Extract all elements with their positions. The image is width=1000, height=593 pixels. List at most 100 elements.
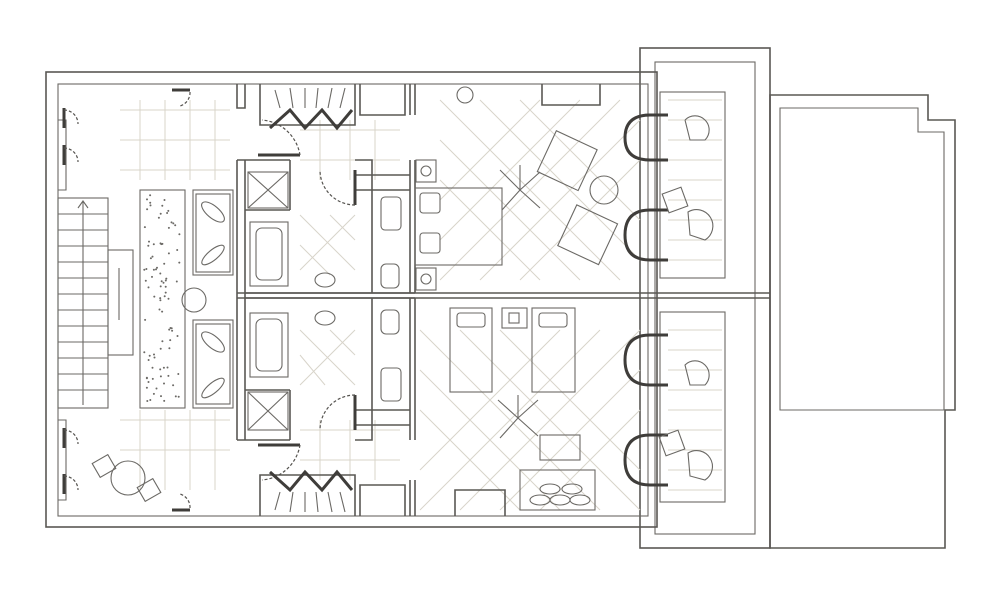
gravel-dot	[155, 268, 157, 271]
gravel-dot	[147, 359, 150, 361]
gravel-dot	[161, 340, 164, 343]
gravel-dot	[163, 382, 165, 385]
gravel-dot	[149, 204, 152, 207]
gravel-dot	[172, 222, 175, 225]
gravel-dot	[177, 395, 180, 398]
gravel-dot	[165, 277, 168, 280]
gravel-dot	[174, 224, 177, 227]
gravel-dot	[157, 216, 160, 219]
gravel-dot	[152, 392, 155, 395]
gravel-dot	[176, 249, 179, 251]
gravel-dot	[149, 201, 152, 204]
gravel-dot	[159, 299, 162, 302]
gravel-dot	[167, 226, 170, 229]
interior-walls	[58, 84, 770, 516]
gravel-dot	[145, 268, 148, 270]
gravel-dot	[166, 212, 169, 214]
gravel-dot	[143, 226, 146, 229]
gravel-dot	[177, 373, 180, 375]
gravel-dot	[143, 268, 146, 271]
ceiling-fan-icon	[497, 395, 539, 439]
toilet	[380, 367, 402, 402]
gravel-dot	[163, 295, 166, 298]
shower	[247, 391, 289, 431]
gravel-dot	[161, 204, 164, 207]
gravel-dot	[175, 280, 178, 283]
gravel-dot	[169, 327, 172, 329]
bathroom-top	[247, 171, 402, 289]
gravel-dot	[145, 377, 148, 380]
gravel-dot	[151, 255, 154, 258]
gravel-dot	[147, 244, 150, 247]
gravel-dot	[167, 297, 170, 300]
gravel-dot	[147, 286, 150, 289]
gravel-dot	[168, 347, 171, 350]
ceiling-fan-icon	[499, 165, 541, 211]
lounge-chair	[684, 360, 710, 386]
bidet	[380, 263, 400, 289]
floor-tiles	[120, 99, 722, 511]
roof-terrace	[769, 94, 956, 549]
table	[658, 429, 686, 457]
sink	[314, 272, 336, 288]
gravel-dot	[167, 252, 170, 255]
gravel-dot	[171, 329, 174, 332]
gravel-dot	[151, 366, 154, 369]
planter	[139, 189, 186, 409]
gravel-dot	[163, 399, 166, 402]
gravel-dot	[159, 285, 162, 288]
bed	[414, 187, 503, 266]
gravel-dot	[178, 233, 181, 236]
lamp	[456, 86, 474, 104]
gravel-dot	[144, 318, 147, 321]
gravel-dot	[147, 381, 150, 383]
gravel-dot	[144, 279, 147, 282]
gravel-dot	[148, 354, 151, 357]
gravel-dot	[153, 353, 155, 356]
wardrobe-doors	[268, 87, 354, 513]
chair	[687, 450, 713, 481]
gravel-dot	[166, 366, 169, 369]
bathroom-bottom	[247, 309, 402, 431]
gravel-dot	[159, 368, 162, 371]
side-table	[589, 175, 619, 205]
round-table	[110, 460, 146, 496]
gravel-dot	[152, 268, 155, 271]
gravel-dot	[149, 194, 152, 197]
gravel-dot	[167, 209, 170, 212]
gravel-dot	[167, 374, 170, 377]
gravel-dot	[146, 208, 149, 211]
gravel-dot	[149, 399, 152, 401]
sink	[314, 310, 336, 326]
armchair	[536, 130, 598, 192]
gravel-dot	[148, 240, 150, 243]
bed	[531, 307, 576, 393]
column	[181, 287, 207, 313]
dining-set	[91, 453, 162, 503]
bidet	[380, 309, 400, 335]
gravel-dot	[160, 243, 163, 246]
bedroom-top	[414, 86, 619, 291]
armchair	[557, 204, 619, 266]
gravel-dot	[169, 339, 172, 342]
gravel-dot	[164, 279, 167, 282]
gravel-dot	[159, 297, 162, 300]
gravel-dot	[146, 198, 148, 201]
bedroom-bottom	[449, 307, 596, 511]
balcony-furniture	[658, 115, 714, 481]
bed	[449, 307, 493, 393]
gravel-dot	[172, 384, 175, 387]
gravel-dot	[178, 261, 181, 264]
sofa	[519, 469, 596, 511]
stair-landing	[107, 249, 134, 356]
gravel-dot	[159, 212, 162, 215]
gravel-dot	[170, 221, 173, 224]
window-curtains	[623, 113, 668, 487]
doors	[62, 88, 357, 512]
gravel-dot	[159, 347, 162, 350]
chair	[91, 453, 117, 479]
gravel-dot	[162, 281, 165, 284]
table	[661, 186, 689, 214]
desk	[539, 434, 581, 461]
